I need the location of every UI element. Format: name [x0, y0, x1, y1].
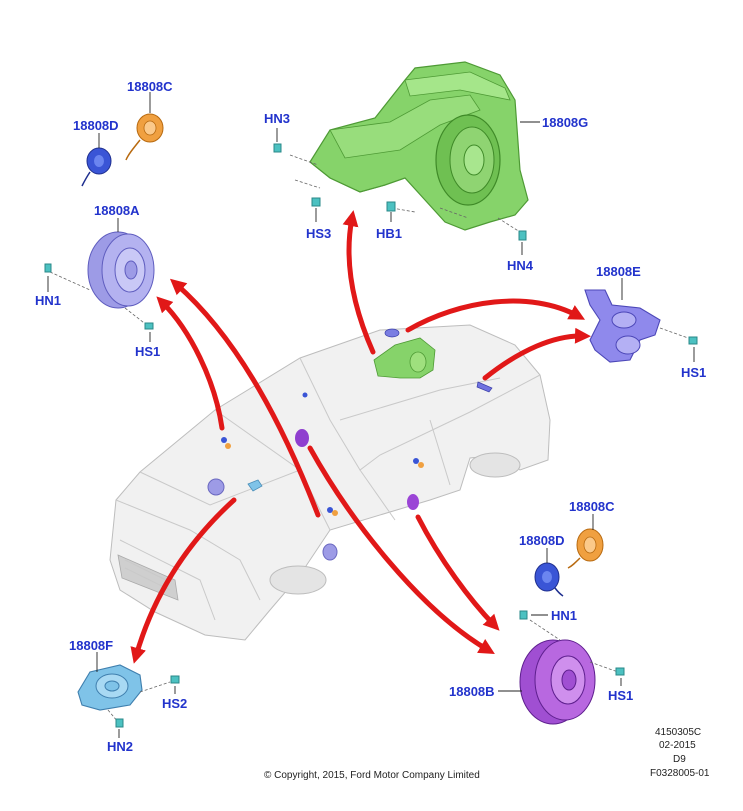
car-mounted-components: [207, 328, 493, 561]
fastener-HN3: HN3: [264, 111, 290, 153]
drawing-revision: D9: [673, 754, 686, 765]
label-18808C-top: 18808C: [127, 79, 173, 94]
label-18808D-top: 18808D: [73, 118, 119, 133]
label-HS1-right: HS1: [681, 365, 706, 380]
label-HS3: HS3: [306, 226, 331, 241]
label-HS2: HS2: [162, 696, 187, 711]
label-18808A: 18808A: [94, 203, 140, 218]
fastener-HS3: HS3: [306, 197, 331, 241]
fastener-HN1-left: HN1: [35, 263, 61, 308]
label-18808G: 18808G: [542, 115, 588, 130]
label-HN4: HN4: [507, 258, 534, 273]
fastener-HB1: HB1: [376, 201, 402, 241]
drawing-code: 4150305C: [655, 727, 701, 738]
fastener-HS1-right: HS1: [681, 336, 706, 380]
drawing-date: 02-2015: [659, 740, 696, 751]
fastener-HN1-bottom: HN1: [519, 608, 577, 623]
label-18808E: 18808E: [596, 264, 641, 279]
tweeter-18808C-bottom: 18808C: [567, 499, 615, 569]
tweeter-18808C-top: 18808C: [125, 79, 173, 161]
footer: © Copyright, 2015, Ford Motor Company Li…: [264, 727, 710, 781]
copyright-text: © Copyright, 2015, Ford Motor Company Li…: [264, 770, 480, 781]
label-18808F: 18808F: [69, 638, 113, 653]
label-HN2: HN2: [107, 739, 133, 754]
label-18808D-bottom: 18808D: [519, 533, 565, 548]
fastener-HN2: HN2: [107, 718, 133, 754]
speaker-18808F: 18808F: [69, 638, 171, 723]
speaker-18808B: 18808B: [449, 619, 619, 725]
label-HB1: HB1: [376, 226, 402, 241]
fastener-HS1-bottom: HS1: [608, 667, 633, 703]
speaker-18808E: 18808E: [584, 264, 689, 363]
location-arrows: [130, 210, 591, 664]
label-HN3: HN3: [264, 111, 290, 126]
label-HN1-left: HN1: [35, 293, 61, 308]
fastener-HS1-left: HS1: [135, 322, 160, 359]
label-18808B: 18808B: [449, 684, 495, 699]
label-HN1-bottom: HN1: [551, 608, 577, 623]
tweeter-18808D-bottom: 18808D: [519, 533, 565, 597]
figure-number: F0328005-01: [650, 768, 710, 779]
label-HS1-bottom: HS1: [608, 688, 633, 703]
label-HS1-left: HS1: [135, 344, 160, 359]
speaker-18808A: 18808A: [49, 203, 155, 327]
subwoofer-18808G: 18808G: [289, 61, 588, 233]
fastener-HN4: HN4: [507, 230, 534, 273]
fastener-HS2: HS2: [162, 675, 187, 711]
label-18808C-bottom: 18808C: [569, 499, 615, 514]
tweeter-18808D-top: 18808D: [73, 118, 119, 187]
